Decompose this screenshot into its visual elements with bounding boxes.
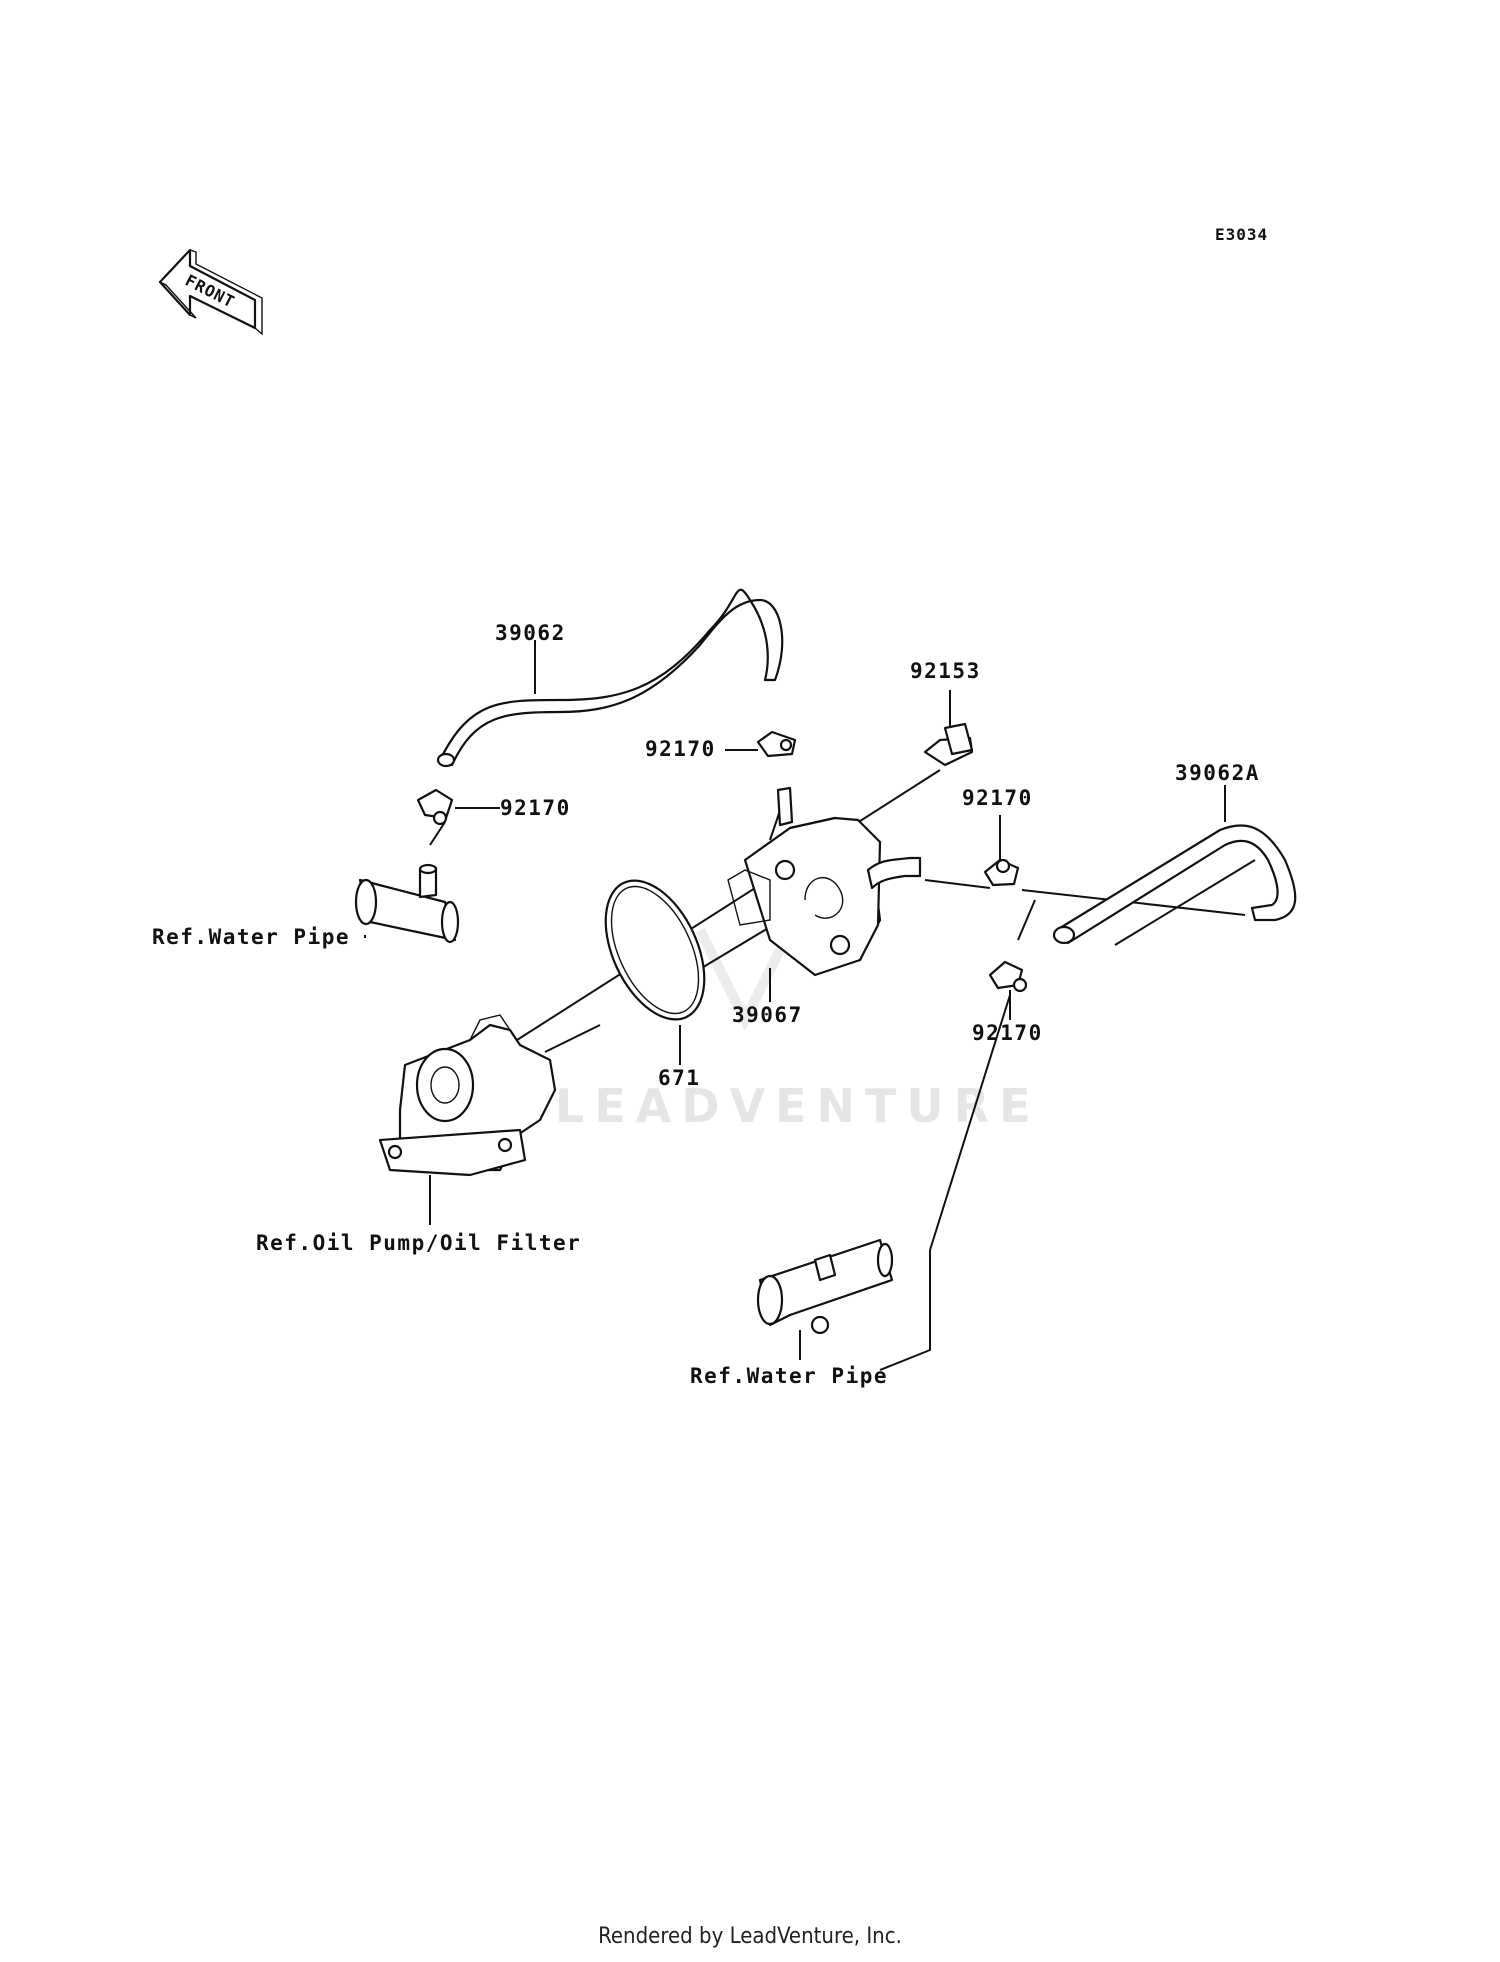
footer-credit: Rendered by LeadVenture, Inc.	[598, 1924, 902, 1949]
label-39062: 39062	[495, 621, 566, 645]
front-arrow-icon: FRONT	[158, 248, 263, 336]
label-92153: 92153	[910, 659, 981, 683]
label-ref-oil-pump: Ref.Oil Pump/Oil Filter	[256, 1231, 581, 1255]
clamp-92170-right	[983, 858, 1020, 887]
bolt-92153	[923, 722, 974, 767]
water-pipe-lower	[756, 1238, 894, 1335]
watermark: LEADVENTURE	[555, 927, 1041, 1133]
oil-pump-housing	[378, 1014, 557, 1177]
label-92170-top: 92170	[645, 737, 716, 761]
label-92170-lower: 92170	[972, 1021, 1043, 1045]
hose-39062a	[1052, 824, 1297, 945]
clamp-92170-top	[756, 730, 797, 758]
water-pipe-upper	[354, 863, 460, 944]
label-39067: 39067	[732, 1003, 803, 1027]
leader-lines	[364, 640, 1226, 1360]
oil-cooler-39067	[727, 786, 922, 977]
label-671: 671	[658, 1066, 700, 1090]
o-ring-671	[604, 879, 706, 1021]
label-92170-right: 92170	[962, 786, 1033, 810]
diagram-code: E3034	[1215, 225, 1268, 244]
watermark-text: LEADVENTURE	[555, 1079, 1041, 1133]
label-ref-water-pipe-upper: Ref.Water Pipe	[152, 925, 350, 949]
label-ref-water-pipe-lower: Ref.Water Pipe	[690, 1364, 888, 1388]
label-39062a: 39062A	[1175, 761, 1260, 785]
hose-39062	[436, 588, 784, 768]
clamp-92170-left	[416, 788, 454, 826]
clamp-92170-lower	[988, 960, 1028, 993]
label-92170-left: 92170	[500, 796, 571, 820]
